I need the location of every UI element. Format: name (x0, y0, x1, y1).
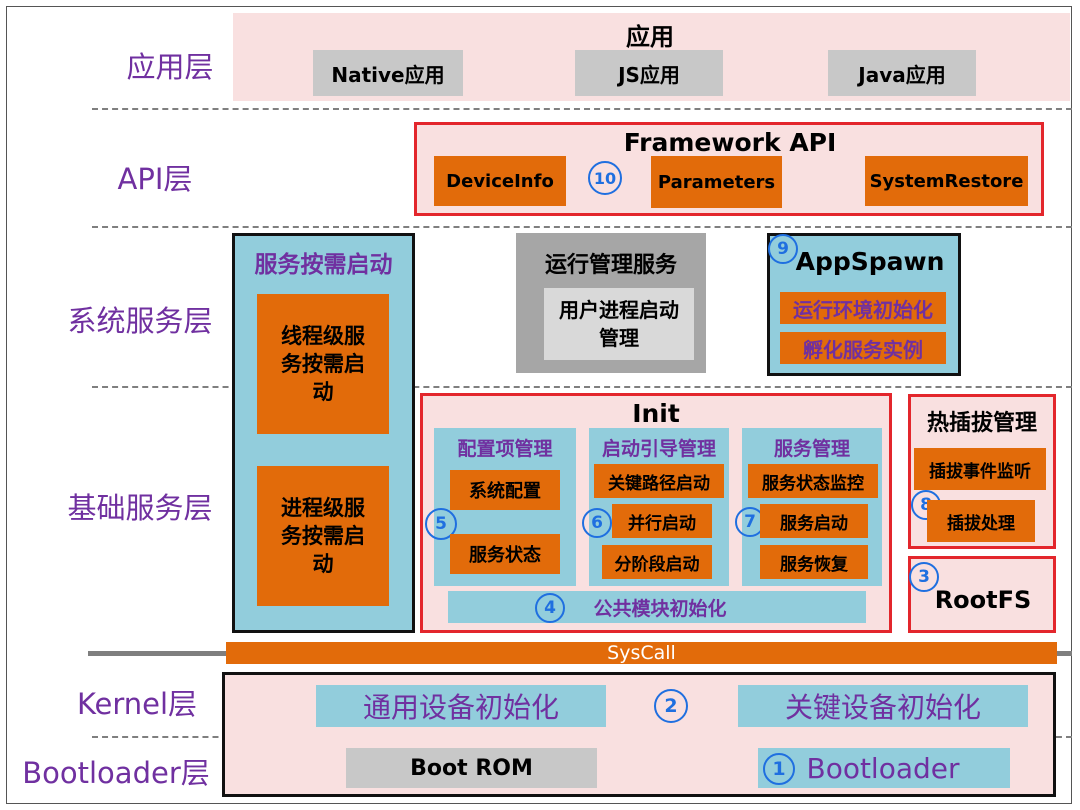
layer-label-kernel: Kernel层 (76, 687, 198, 721)
service-status-box: 服务状态 (450, 534, 560, 574)
thread-level-ondemand-box: 线程级服务按需启动 (257, 294, 389, 434)
syscall-bar: SysCall (226, 642, 1057, 664)
critical-device-init-box: 关键设备初始化 (738, 685, 1028, 727)
critical-path-boot-box: 关键路径启动 (594, 464, 724, 498)
plug-handling-box: 插拔处理 (927, 500, 1035, 542)
marker-4: 4 (535, 593, 565, 623)
layer-label-system: 系统服务层 (67, 304, 213, 338)
marker-6: 6 (582, 508, 612, 538)
marker-10: 10 (588, 161, 622, 195)
java-app-box: Java应用 (828, 50, 976, 96)
on-demand-title: 服务按需启动 (254, 252, 393, 278)
rootfs-label: RootFS (934, 586, 1032, 614)
separator-3 (92, 386, 1072, 388)
common-module-init-bar (448, 591, 866, 623)
hotplug-title: 热插拔管理 (926, 411, 1037, 436)
boot-mgmt-title: 启动引导管理 (601, 437, 716, 460)
service-monitor-box: 服务状态监控 (748, 464, 878, 498)
process-level-ondemand-box: 进程级服务按需启动 (257, 466, 389, 606)
common-module-init-label: 公共模块初始化 (593, 597, 727, 620)
parameters-box: Parameters (651, 156, 782, 208)
outer-frame (6, 6, 1072, 804)
incubate-service-box: 孵化服务实例 (780, 332, 946, 364)
boot-rom-box: Boot ROM (346, 748, 597, 788)
bootloader-label: Bootloader (806, 751, 960, 785)
appspawn-title: AppSpawn (795, 246, 945, 276)
layer-label-bootloader: Bootloader层 (22, 756, 210, 790)
marker-1: 1 (763, 753, 795, 785)
user-process-mgmt-box: 用户进程启动管理 (544, 288, 694, 360)
deviceinfo-box: DeviceInfo (434, 156, 566, 206)
marker-5: 5 (425, 508, 457, 540)
marker-2: 2 (654, 689, 688, 723)
parallel-boot-box: 并行启动 (612, 504, 712, 538)
staged-boot-box: 分阶段启动 (602, 545, 712, 579)
service-start-box: 服务启动 (760, 504, 868, 538)
separator-1 (92, 108, 1072, 110)
native-app-box: Native应用 (313, 50, 463, 96)
service-recovery-box: 服务恢复 (760, 545, 868, 579)
layer-label-app: 应用层 (126, 50, 214, 84)
marker-3: 3 (909, 562, 939, 592)
separator-2 (92, 226, 1072, 228)
system-config-box: 系统配置 (450, 470, 560, 510)
framework-api-title: Framework API (623, 127, 837, 157)
systemrestore-box: SystemRestore (865, 156, 1028, 206)
runtime-mgmt-title: 运行管理服务 (544, 253, 677, 278)
runtime-env-init-box: 运行环境初始化 (780, 292, 946, 324)
app-layer-title: 应用 (626, 22, 674, 51)
service-mgmt-title: 服务管理 (773, 437, 850, 460)
marker-9: 9 (768, 234, 798, 264)
init-title: Init (632, 398, 680, 428)
generic-device-init-box: 通用设备初始化 (316, 685, 606, 727)
bootloader-box (758, 748, 1010, 788)
config-mgmt-title: 配置项管理 (457, 437, 553, 460)
layer-label-api: API层 (117, 162, 193, 196)
plug-event-listen-box: 插拔事件监听 (914, 448, 1046, 490)
layer-label-base: 基础服务层 (67, 491, 213, 525)
js-app-box: JS应用 (575, 50, 723, 96)
